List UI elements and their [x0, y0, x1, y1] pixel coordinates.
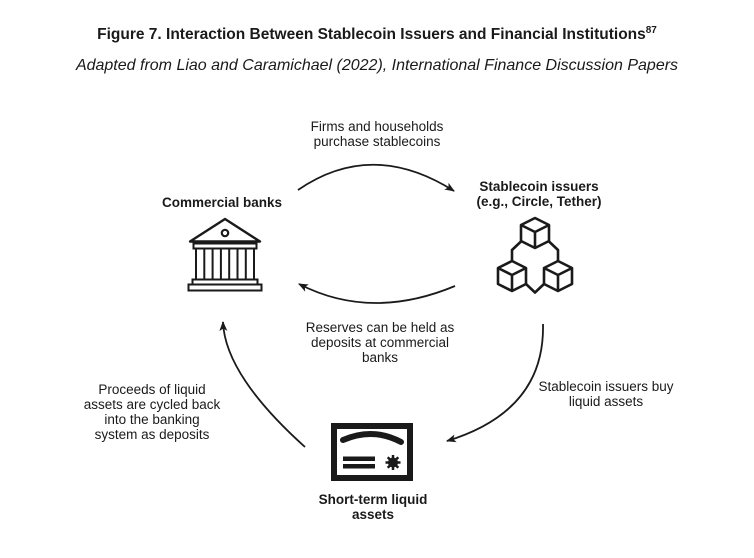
- figure-title: Figure 7. Interaction Between Stablecoin…: [0, 22, 754, 44]
- reserves-flow-label: Reserves can be held as deposits at comm…: [305, 320, 455, 365]
- purchase-flow-label: Firms and households purchase stablecoin…: [310, 119, 444, 149]
- cubes-icon: [496, 216, 574, 294]
- proceeds-arrow: [219, 321, 306, 448]
- stablecoin-issuers-label: Stablecoin issuers (e.g., Circle, Tether…: [476, 179, 602, 209]
- purchase-arrow: [297, 163, 455, 192]
- bank-icon: [187, 217, 263, 292]
- buy-assets-flow-label: Stablecoin issuers buy liquid assets: [538, 379, 674, 409]
- figure-title-text: Figure 7. Interaction Between Stablecoin…: [97, 26, 646, 44]
- reserves-arrow: [298, 283, 456, 304]
- commercial-banks-label: Commercial banks: [161, 195, 283, 210]
- short-term-assets-label: Short-term liquid assets: [318, 492, 428, 522]
- certificate-icon: [331, 423, 413, 481]
- seal-glyph: [385, 455, 401, 470]
- figure-subtitle: Adapted from Liao and Caramichael (2022)…: [75, 57, 679, 74]
- buy-assets-arrow: [446, 323, 544, 443]
- footnote-marker: 87: [645, 25, 657, 36]
- proceeds-flow-label: Proceeds of liquid assets are cycled bac…: [83, 382, 221, 442]
